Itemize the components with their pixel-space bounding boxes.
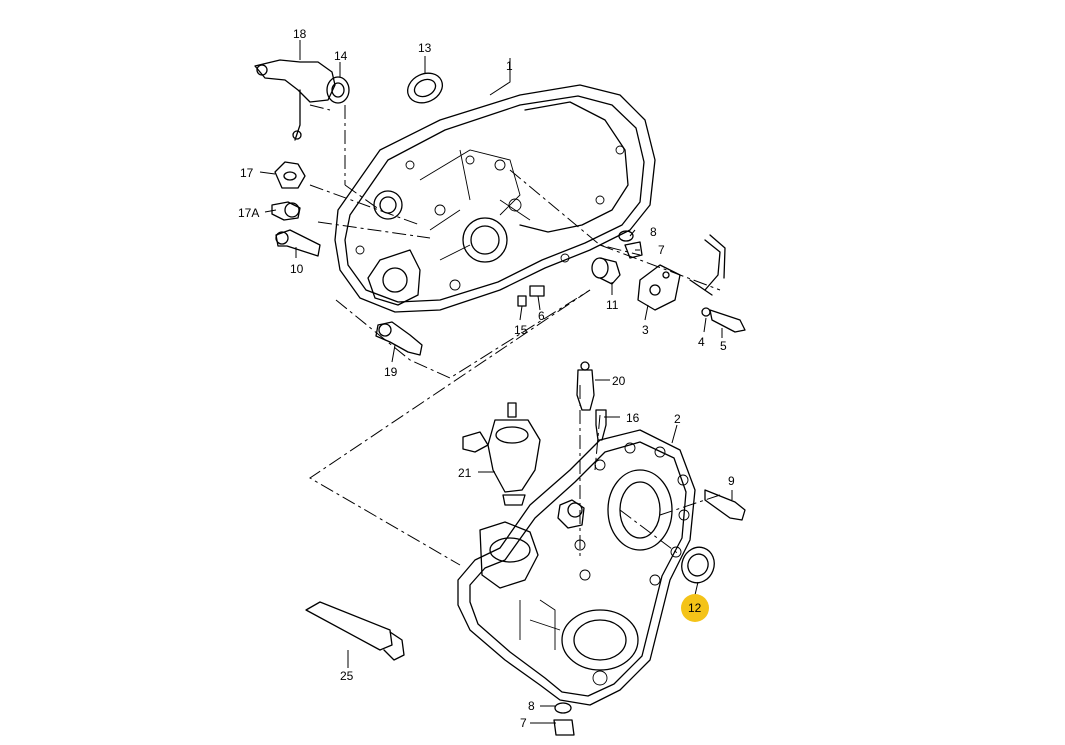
plug-7-8-top xyxy=(618,230,643,259)
bush-17a xyxy=(271,201,301,221)
callout-10: 10 xyxy=(290,262,304,276)
callout-5: 5 xyxy=(720,339,727,353)
bolt-9 xyxy=(704,489,746,521)
shaft-seal-13 xyxy=(406,72,444,104)
bolt-10 xyxy=(275,229,321,257)
callout-13: 13 xyxy=(418,41,432,55)
callout-15: 15 xyxy=(514,323,528,337)
leader-lines xyxy=(259,40,733,724)
slave-cylinder xyxy=(254,59,350,141)
sender-20 xyxy=(576,361,595,411)
callout-11: 11 xyxy=(606,298,619,312)
callout-3: 3 xyxy=(642,323,649,337)
small-parts-15-6 xyxy=(517,285,545,307)
callout-20: 20 xyxy=(612,374,626,388)
callout-17: 17 xyxy=(240,166,254,180)
breather-19 xyxy=(375,321,423,356)
clutch-housing xyxy=(334,84,656,313)
flange-3 xyxy=(637,234,726,311)
callout-18: 18 xyxy=(293,27,307,41)
callout-8-bottom: 8 xyxy=(528,699,535,713)
plug-16 xyxy=(595,409,607,441)
bush-17 xyxy=(274,161,306,189)
bolt-5 xyxy=(701,307,746,333)
sealant-tube-25 xyxy=(305,601,405,661)
callout-4: 4 xyxy=(698,335,705,349)
callout-1: 1 xyxy=(506,59,513,73)
plug-7-8-bottom xyxy=(553,702,575,736)
callout-labels: 1 2 3 4 5 6 7 7 8 8 9 10 11 12 13 14 15 … xyxy=(238,27,735,730)
gearbox-housing xyxy=(457,429,696,706)
callout-19: 19 xyxy=(384,365,398,379)
callout-8-top: 8 xyxy=(650,225,657,239)
callout-12: 12 xyxy=(688,601,702,615)
callout-7-bottom: 7 xyxy=(520,716,527,730)
callout-14: 14 xyxy=(334,49,348,63)
shaft-seal-12 xyxy=(681,546,715,584)
callout-17a: 17A xyxy=(238,206,259,220)
callout-9: 9 xyxy=(728,474,735,488)
callout-25: 25 xyxy=(340,669,354,683)
speedometer-drive-21 xyxy=(462,402,541,506)
callout-6: 6 xyxy=(538,309,545,323)
sleeve-11 xyxy=(591,257,621,285)
callout-2: 2 xyxy=(674,412,681,426)
callout-16: 16 xyxy=(626,411,640,425)
callout-21: 21 xyxy=(458,466,472,480)
callout-7-top: 7 xyxy=(658,243,665,257)
highlight-marker-12 xyxy=(681,594,709,622)
